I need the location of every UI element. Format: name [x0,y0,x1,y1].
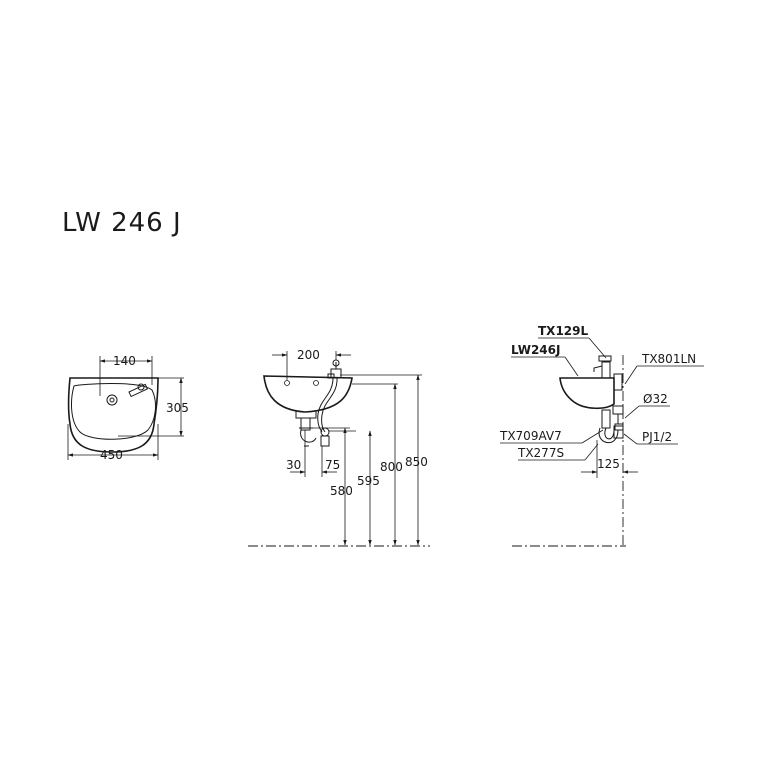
leader-angle-valve: TX709AV7 [499,429,604,444]
dim-580: 580 [330,484,353,498]
label-tx129l: TX129L [538,324,588,338]
dim-200: 200 [297,348,320,362]
label-lw246j: LW246J [511,343,560,357]
label-tx709av7: TX709AV7 [499,429,562,443]
leader-faucet: TX129L [538,324,607,359]
dim-tap-width: 140 [99,354,153,396]
dim-850: 850 [405,455,428,469]
front-view: 200 30 75 580 595 800 850 [248,348,430,547]
side-faucet-icon [593,355,612,379]
dim-305: 305 [166,401,189,415]
label-tx801ln: TX801LN [641,352,696,366]
dim-drain-offset: 30 75 [286,430,340,477]
dim-wall-offset: 125 [581,440,638,478]
dim-depth: 305 [118,377,189,437]
dim-450: 450 [100,448,123,462]
label-dia32: Ø32 [643,392,668,406]
top-view-basin-outline [67,377,159,453]
supply-hose-icon [317,377,356,447]
side-view: TX129L LW246J TX801LN Ø32 TX709AV7 TX277… [499,324,704,548]
dim-verticals: 580 595 800 850 [310,374,428,546]
leader-bracket: TX801LN [624,352,704,385]
drain-icon [106,394,118,406]
trap-icon [299,417,317,447]
leader-basin: LW246J [511,343,579,377]
leader-pipe-dia: Ø32 [624,392,670,419]
front-view-basin [263,375,353,419]
leader-supply: PJ1/2 [623,430,678,445]
top-view: 140 305 450 [67,354,189,462]
model-title: LW 246 J [62,208,182,238]
leader-trap: TX277S [517,443,599,461]
label-pj12: PJ1/2 [642,430,672,444]
dim-30: 30 [286,458,301,472]
label-tx277s: TX277S [517,446,564,460]
faucet-icon [327,359,342,379]
dim-125: 125 [597,457,620,471]
tap-hole-icon [284,380,319,386]
dim-140: 140 [113,354,136,368]
dim-595: 595 [357,474,380,488]
angle-valve-icon [612,405,624,431]
faucet-lever-icon [128,383,149,398]
dim-tap-spacing: 200 [272,348,351,380]
dim-800: 800 [380,460,403,474]
dim-75: 75 [325,458,340,472]
side-view-basin [559,373,623,410]
dim-width: 450 [67,424,159,462]
side-trap-icon [598,409,624,443]
